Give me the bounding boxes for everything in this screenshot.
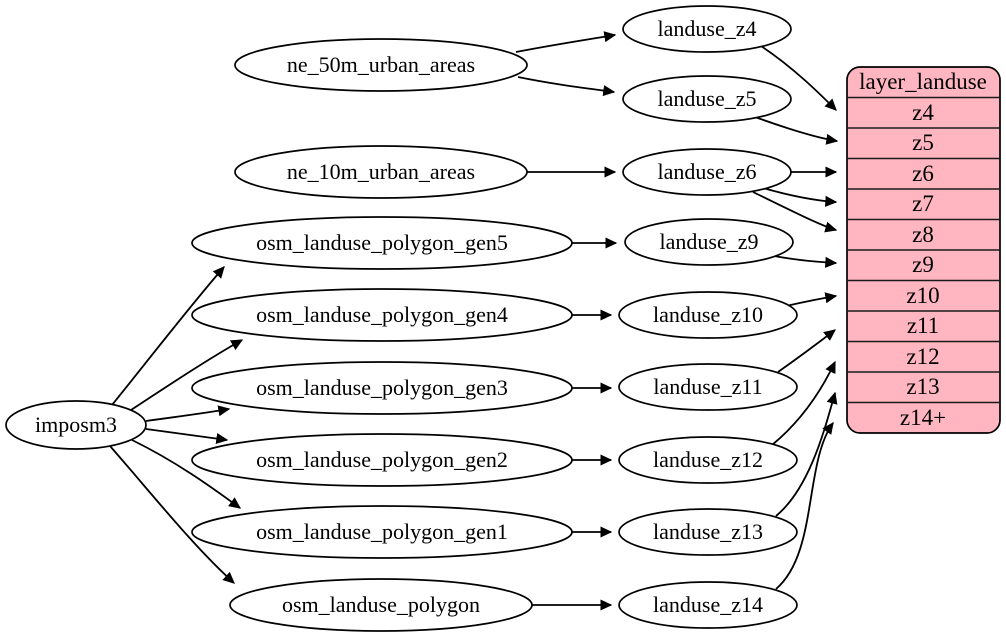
node-landuse-z4: landuse_z4 [622,5,792,53]
node-osm-landuse-polygon-gen4: osm_landuse_polygon_gen4 [191,288,573,342]
node-osm-landuse-polygon-gen1: osm_landuse_polygon_gen1 [191,505,573,559]
node-landuse-z9-shape [624,218,794,266]
node-landuse-z10-label: landuse_z10 [653,302,763,327]
node-osm-landuse-polygon-gen5: osm_landuse_polygon_gen5 [191,216,573,270]
edge-landuse-z6-to-table-z8 [752,191,838,233]
node-landuse-z13: landuse_z13 [618,508,798,556]
node-imposm3: imposm3 [5,400,147,450]
node-ne-50m-shape [234,38,528,92]
node-landuse-z10-shape [618,291,798,339]
node-landuse-z5-label: landuse_z5 [658,86,757,111]
table-row-z9: z9 [912,252,934,277]
table-row-z7: z7 [912,191,934,216]
node-landuse-z9-label: landuse_z9 [660,229,759,254]
edge-imposm3-to-gen3 [145,405,231,422]
edge-landuse-z5-to-table-z5 [754,116,839,145]
node-ne-10m-shape [234,145,528,199]
node-polygon-shape [229,578,533,632]
node-gen5-label: osm_landuse_polygon_gen5 [256,230,508,255]
node-ne-50m-label: ne_50m_urban_areas [287,52,475,77]
node-gen1-shape [191,505,573,559]
edge-imposm3-to-gen5 [111,266,225,406]
node-gen1-label: osm_landuse_polygon_gen1 [256,519,508,544]
node-landuse-z14-shape [618,581,798,629]
edge-imposm3-to-gen2 [145,428,229,444]
edge-ne50m-to-landuse-z5 [517,76,616,97]
node-landuse-z6-label: landuse_z6 [658,159,757,184]
node-landuse-z11: landuse_z11 [618,363,798,411]
table-row-z4: z4 [912,100,934,125]
edge-landuse-z11-to-table-z11 [777,329,836,373]
table-row-z6: z6 [912,161,934,186]
node-landuse-z14: landuse_z14 [618,581,798,629]
node-landuse-z5-shape [622,75,792,123]
table-row-z12: z12 [906,344,939,369]
table-title: layer_landuse [859,69,987,94]
node-gen2-label: osm_landuse_polygon_gen2 [256,447,508,472]
node-landuse-z6: landuse_z6 [622,148,792,196]
node-gen4-shape [191,288,573,342]
table-row-z10: z10 [906,283,939,308]
node-osm-landuse-polygon: osm_landuse_polygon [229,578,533,632]
node-landuse-z4-shape [622,5,792,53]
node-osm-landuse-polygon-gen3: osm_landuse_polygon_gen3 [191,361,573,415]
node-landuse-z5: landuse_z5 [622,75,792,123]
node-landuse-z6-shape [622,148,792,196]
table-row-z13: z13 [906,374,939,399]
node-landuse-z12-shape [618,436,798,484]
edge-landuse-z12-to-table-z12 [771,360,836,446]
edge-imposm3-to-polygon [109,445,235,584]
edge-landuse-z4-to-table-z4 [760,45,837,111]
node-landuse-z11-label: landuse_z11 [653,374,762,399]
node-osm-landuse-polygon-gen2: osm_landuse_polygon_gen2 [191,433,573,487]
node-landuse-z13-shape [618,508,798,556]
node-landuse-z14-label: landuse_z14 [653,592,763,617]
table-row-z5: z5 [912,130,934,155]
node-imposm3-label: imposm3 [35,412,117,437]
node-gen3-label: osm_landuse_polygon_gen3 [256,375,508,400]
table-row-z14plus: z14+ [900,405,946,430]
edge-landuse-z10-to-table-z10 [785,292,838,307]
edge-group [109,31,839,611]
node-landuse-z12: landuse_z12 [618,436,798,484]
node-landuse-z4-label: landuse_z4 [658,16,757,41]
node-gen5-shape [191,216,573,270]
node-landuse-z11-shape [618,363,798,411]
node-imposm3-shape [5,400,147,450]
node-gen3-shape [191,361,573,415]
node-polygon-label: osm_landuse_polygon [282,592,480,617]
edge-landuse-z6-to-table-z7 [762,187,838,207]
table-layer-landuse: layer_landuse z4 z5 z6 z7 z8 z9 z10 z11 … [846,66,1001,434]
node-gen4-label: osm_landuse_polygon_gen4 [256,302,508,327]
table-row-z8: z8 [912,222,934,247]
node-landuse-z13-label: landuse_z13 [653,519,763,544]
node-landuse-z9: landuse_z9 [624,218,794,266]
edge-imposm3-to-gen4 [127,339,244,413]
edge-ne50m-to-landuse-z4 [515,31,617,53]
node-landuse-z10: landuse_z10 [618,291,798,339]
node-landuse-z12-label: landuse_z12 [653,447,763,472]
node-ne-10m-urban-areas: ne_10m_urban_areas [234,145,528,199]
table-row-z11: z11 [907,313,939,338]
node-gen2-shape [191,433,573,487]
edge-landuse-z14-to-table-z14plus [775,421,834,590]
edge-landuse-z13-to-table-z13 [775,391,838,517]
edge-landuse-z9-to-table-z9 [773,255,838,268]
node-ne-50m-urban-areas: ne_50m_urban_areas [234,38,528,92]
edge-imposm3-to-gen1 [131,439,242,509]
node-ne-10m-label: ne_10m_urban_areas [287,159,475,184]
